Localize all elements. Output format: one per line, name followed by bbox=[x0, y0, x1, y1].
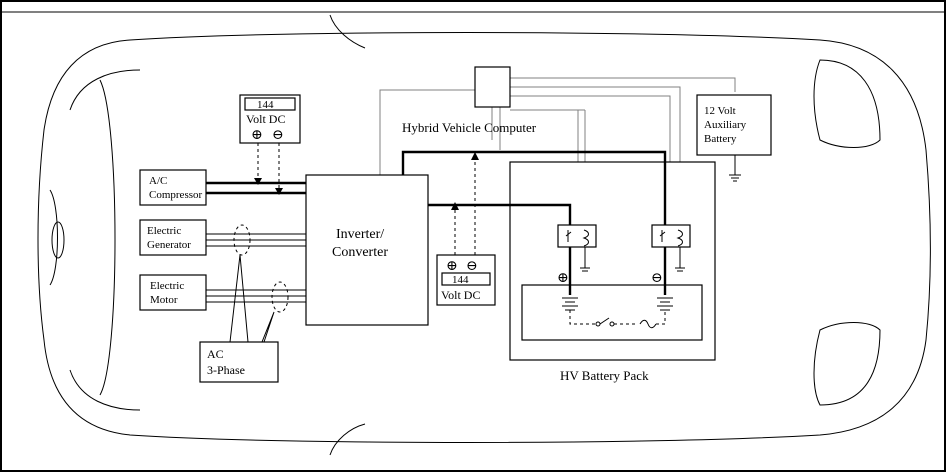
voltmeter-top-reading: 144 bbox=[257, 99, 274, 111]
motor-phase-marker bbox=[271, 281, 289, 313]
electric-generator-label: Electric Generator bbox=[147, 225, 191, 251]
aux-battery-box bbox=[696, 94, 772, 156]
hybrid-vehicle-computer-label: Hybrid Vehicle Computer bbox=[402, 120, 537, 135]
ac-compressor-label: A/C Compressor bbox=[149, 175, 203, 201]
battery-cells bbox=[562, 297, 673, 329]
aux-battery-label: 12 Volt Auxiliary Battery bbox=[704, 105, 749, 145]
motor-3phase-cable bbox=[206, 289, 306, 303]
relay-positive bbox=[557, 224, 597, 272]
electric-motor-box bbox=[139, 274, 207, 311]
relay-negative bbox=[651, 224, 691, 272]
ac-3phase-pointer bbox=[229, 254, 275, 343]
inverter-converter-box bbox=[305, 174, 429, 326]
voltmeter-bottom-unit: Volt DC bbox=[441, 288, 480, 302]
voltmeter-top-minus: ⊖ bbox=[272, 128, 284, 143]
ac-3phase-label: AC 3-Phase bbox=[207, 347, 245, 377]
hv-battery-pack-label: HV Battery Pack bbox=[560, 368, 649, 383]
voltmeter-top-unit: Volt DC bbox=[246, 112, 285, 126]
voltmeter-bottom-reading: 144 bbox=[452, 274, 469, 286]
voltmeter-top-plus: ⊕ bbox=[251, 128, 263, 143]
voltmeter-bottom-minus: ⊖ bbox=[466, 259, 478, 274]
voltmeter-top: 144 Volt DC ⊕ ⊖ bbox=[239, 94, 301, 195]
inverter-converter-label: Inverter/ Converter bbox=[332, 227, 388, 260]
negative-terminal-symbol: ⊖ bbox=[651, 271, 663, 286]
aux-battery-ground bbox=[729, 155, 741, 182]
hv-power-cables bbox=[401, 150, 667, 295]
hybrid-vehicle-computer-box bbox=[474, 66, 511, 108]
hv-battery-cells-box bbox=[521, 284, 703, 341]
generator-phase-marker bbox=[233, 224, 251, 256]
ac-3phase-box bbox=[199, 341, 279, 383]
electric-generator-box bbox=[139, 219, 207, 256]
generator-3phase-cable bbox=[206, 233, 306, 247]
car-outline bbox=[37, 14, 931, 456]
positive-terminal-symbol: ⊕ bbox=[557, 271, 569, 286]
ac-compressor-cable bbox=[206, 181, 306, 195]
ac-compressor-box bbox=[139, 169, 207, 206]
voltmeter-bottom: ⊕ ⊖ 144 Volt DC bbox=[436, 152, 496, 306]
electric-motor-label: Electric Motor bbox=[150, 280, 187, 306]
voltmeter-bottom-plus: ⊕ bbox=[446, 259, 458, 274]
